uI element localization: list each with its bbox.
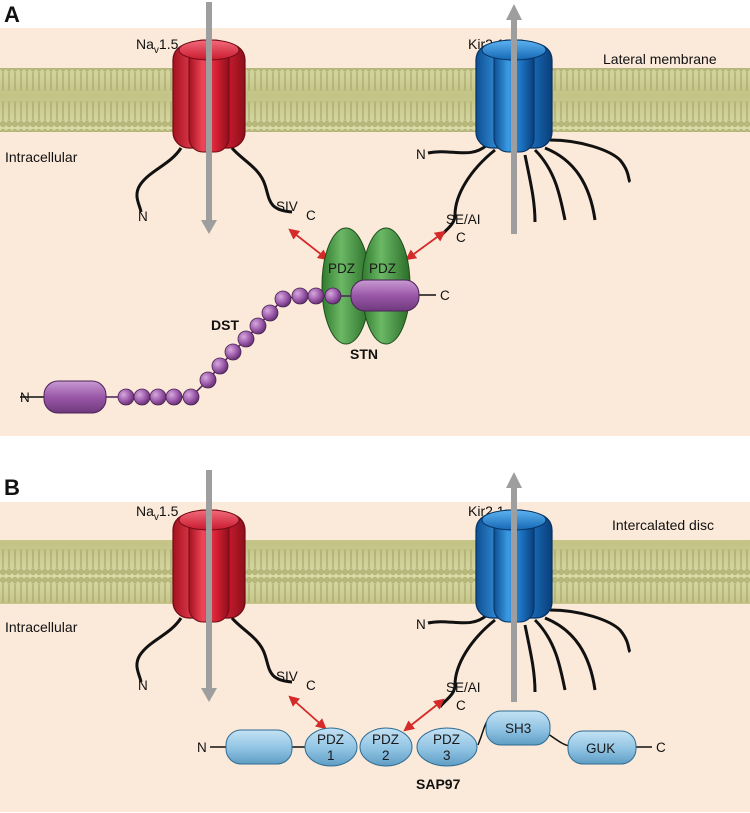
domain-label: GUK xyxy=(586,741,615,756)
c-label: C xyxy=(306,208,316,223)
sap97-label: SAP97 xyxy=(416,776,461,792)
n-label: N xyxy=(416,147,426,162)
motif-label: SE/AI xyxy=(446,212,481,227)
pdz2-domain xyxy=(359,727,413,767)
domain-label: 2 xyxy=(382,748,390,763)
c-terminus-tail xyxy=(438,148,496,238)
motif-label: SE/AI xyxy=(446,680,481,695)
dst-bead xyxy=(324,287,342,305)
interaction-arrow xyxy=(403,698,445,732)
intracellular-label: Intracellular xyxy=(5,619,78,635)
dst-beads xyxy=(106,287,352,406)
guk-domain xyxy=(567,730,637,765)
motif-label: SIV xyxy=(276,199,298,214)
dst-bead xyxy=(261,304,279,322)
n-label: N xyxy=(416,617,426,632)
dst-bead xyxy=(249,317,267,335)
panel-a: A Lateral membrane Intracellular Nav1.5 … xyxy=(0,2,750,436)
channel-name: Nav1.5 xyxy=(136,503,179,523)
domain-label: PDZ xyxy=(317,732,344,747)
c-label: C xyxy=(306,678,316,693)
c-label: C xyxy=(456,230,466,245)
pdz-domain-label: PDZ xyxy=(328,261,355,276)
sap97-protein: N C PDZ 1 PDZ 2 PDZ 3 SH3 GUK SAP97 xyxy=(197,710,666,792)
domain-label: PDZ xyxy=(372,732,399,747)
dst-bead xyxy=(307,287,325,305)
panel-letter: B xyxy=(4,475,20,500)
channel-name: Nav1.5 xyxy=(136,36,179,56)
c-label: C xyxy=(456,698,466,713)
kir21-channel: Kir2.1 N SE/AI C xyxy=(416,472,632,713)
pdz1-domain xyxy=(304,727,358,767)
intracellular-label: Intracellular xyxy=(5,149,78,165)
dst-n-domain xyxy=(43,380,107,414)
lipid-bilayer xyxy=(0,68,750,132)
n-label: N xyxy=(138,209,148,224)
dst-bead xyxy=(274,290,292,308)
motif-label: SIV xyxy=(276,669,298,684)
dst-bead xyxy=(182,388,200,406)
n-terminus-tail xyxy=(135,147,183,213)
dst-bead xyxy=(149,388,167,406)
c-label: C xyxy=(656,740,666,755)
dst-label: DST xyxy=(211,317,239,333)
lipid-bilayer xyxy=(0,540,750,604)
pdz-domain-label: PDZ xyxy=(369,261,396,276)
dst-bead xyxy=(211,357,229,375)
dst-protein: C N DST xyxy=(20,279,450,414)
c-label: C xyxy=(440,288,450,303)
dst-bead xyxy=(237,330,255,348)
n-label: N xyxy=(197,740,207,755)
n-label: N xyxy=(138,678,148,693)
dst-bead xyxy=(165,388,183,406)
nav15-channel: Nav1.5 N SIV C xyxy=(135,2,316,234)
n-terminus-tail xyxy=(427,143,488,155)
interaction-arrow xyxy=(288,228,329,261)
n-label: N xyxy=(20,390,30,405)
panel-letter: A xyxy=(4,2,20,27)
dst-bead xyxy=(133,388,151,406)
domain-label: PDZ xyxy=(433,732,460,747)
sh3-domain xyxy=(485,710,551,746)
membrane-label: Intercalated disc xyxy=(612,517,714,533)
dst-c-domain xyxy=(350,279,420,312)
domain-label: 1 xyxy=(327,748,335,763)
dst-bead xyxy=(199,371,217,389)
dst-bead xyxy=(117,388,135,406)
dst-bead xyxy=(291,287,309,305)
domain-label: SH3 xyxy=(505,721,531,736)
panel-b: B Intercalated disc Intracellular Nav1.5… xyxy=(0,470,750,812)
pdz3-domain xyxy=(416,727,478,767)
kir21-channel: Kir2.1 N SE/AI C xyxy=(416,4,632,245)
nav15-channel: Nav1.5 N SIV C xyxy=(135,470,316,702)
interaction-arrow xyxy=(288,695,327,730)
c-terminus-tail xyxy=(230,147,293,214)
interaction-arrow xyxy=(405,230,446,261)
sap97-n-domain xyxy=(225,729,293,765)
domain-label: 3 xyxy=(443,748,451,763)
membrane-label: Lateral membrane xyxy=(603,51,717,67)
dst-bead xyxy=(224,343,242,361)
stn-label: STN xyxy=(350,346,378,362)
